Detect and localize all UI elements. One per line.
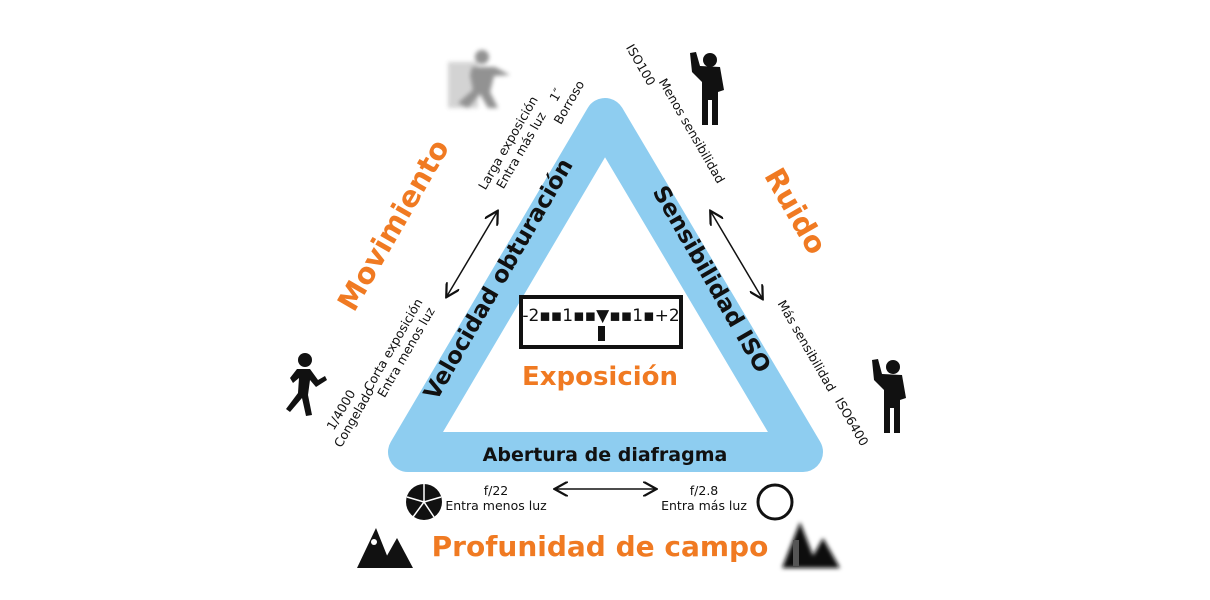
aperture-small-effect: Entra menos luz (445, 498, 547, 513)
effect-depth-of-field: Profunidad de campo (432, 530, 769, 563)
blurred-running-person-icon (448, 50, 510, 108)
exposure-triangle (388, 98, 823, 472)
iso-high-value: ISO6400 (832, 395, 872, 449)
running-person-icon (286, 353, 327, 416)
mountains-hiker-sharp-icon (357, 528, 413, 568)
effect-movement: Movimiento (331, 133, 456, 316)
iso-high-effect: Más sensibilidad (775, 297, 839, 394)
aperture-large-icon (756, 483, 794, 521)
mountains-hiker-blurred-icon (782, 522, 840, 568)
standing-person-waving-icon-2 (872, 359, 906, 433)
exposure-meter: -2▪▪1▪▪▼▪▪1▪+2 (519, 295, 683, 349)
iso-double-arrow (711, 212, 762, 298)
shutter-fast-labels: 1/4000 Congelado (323, 385, 377, 450)
aperture-small-value: f/22 (484, 483, 509, 498)
standing-person-waving-icon (690, 52, 724, 125)
aperture-large-value: f/2.8 (690, 483, 719, 498)
shutter-double-arrow (447, 212, 497, 296)
aperture-large-effect: Entra más luz (661, 498, 747, 513)
exposure-title: Exposición (522, 362, 678, 392)
side-label-aperture: Abertura de diafragma (483, 444, 728, 466)
effect-noise: Ruido (758, 162, 834, 260)
aperture-small-icon (406, 484, 442, 520)
iso-low-value: ISO100 (623, 41, 659, 88)
svg-text:-2▪▪1▪▪▼▪▪1▪+2: -2▪▪1▪▪▼▪▪1▪+2 (522, 306, 679, 326)
